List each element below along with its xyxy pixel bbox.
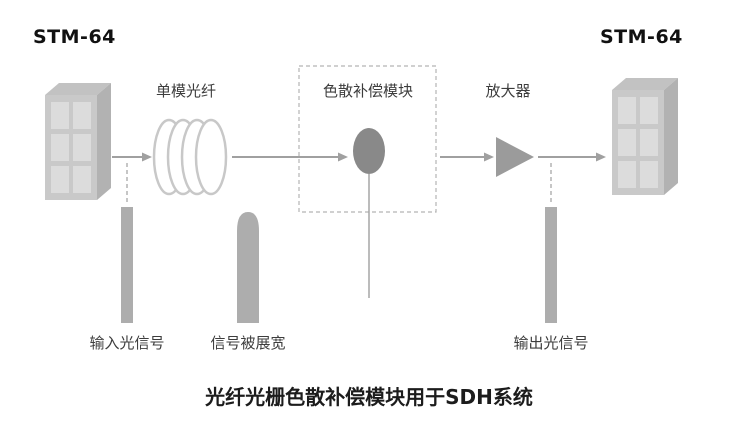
- dcm-dashed-box: [298, 65, 437, 213]
- input-pulse-bar: [121, 207, 133, 323]
- dcm-label: 色散补偿模块: [322, 82, 414, 100]
- right-node-title: STM-64: [600, 26, 683, 48]
- output-signal-label: 输出光信号: [513, 334, 589, 352]
- flow-arrow-1: [112, 152, 152, 162]
- fiber-label: 单模光纤: [155, 82, 217, 100]
- flow-arrow-4: [538, 152, 606, 162]
- fiber-coil-icon: [152, 118, 228, 196]
- amplifier-label: 放大器: [485, 82, 531, 100]
- input-signal-label: 输入光信号: [89, 334, 165, 352]
- broadened-signal-label: 信号被展宽: [210, 334, 286, 352]
- flow-arrow-2: [232, 152, 348, 162]
- dcm-ellipse-icon: [353, 128, 385, 174]
- amplifier-icon: [496, 137, 534, 177]
- diagram-caption: 光纤光栅色散补偿模块用于SDH系统: [205, 385, 533, 409]
- left-equipment-icon: [45, 83, 111, 200]
- broadened-pulse-shape: [237, 212, 259, 323]
- output-pulse-bar: [545, 207, 557, 323]
- flow-arrow-3: [440, 152, 494, 162]
- left-node-title: STM-64: [33, 26, 116, 48]
- right-equipment-icon: [612, 78, 678, 195]
